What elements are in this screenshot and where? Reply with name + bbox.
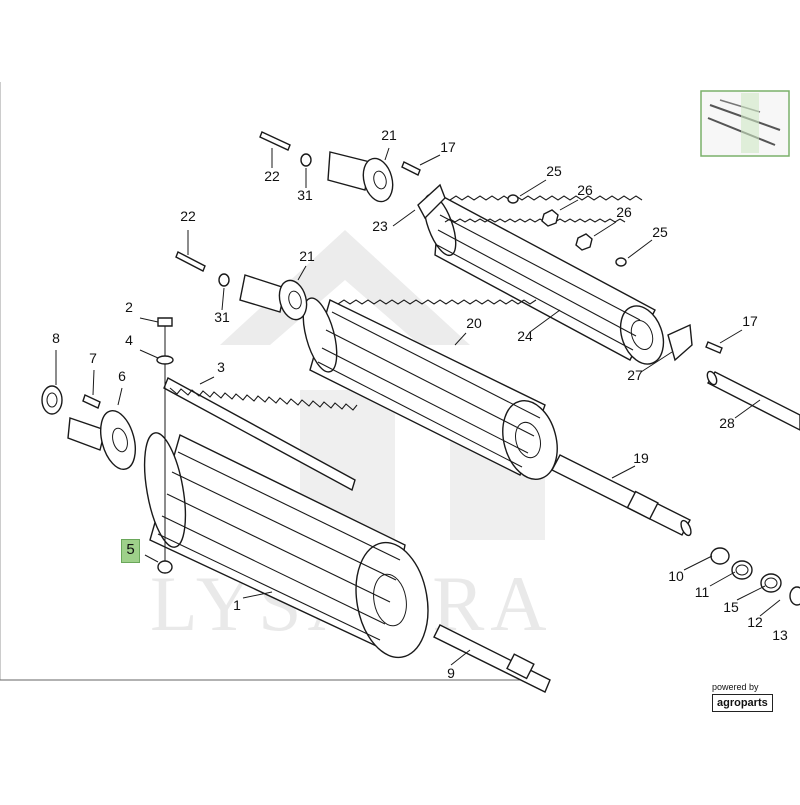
callout-25a[interactable]: 25 [546, 163, 562, 179]
callout-8[interactable]: 8 [52, 330, 60, 346]
shaft-9 [433, 624, 551, 693]
powered-by-text: powered by [712, 682, 759, 692]
leader-lines [55, 147, 781, 666]
callout-19[interactable]: 19 [633, 450, 649, 466]
washer-31-top [300, 153, 312, 167]
callout-7[interactable]: 7 [89, 350, 97, 366]
nut-26-top [541, 209, 559, 227]
callout-28[interactable]: 28 [719, 415, 735, 431]
callout-31a[interactable]: 31 [297, 187, 313, 203]
agroparts-logo: agroparts [712, 694, 773, 712]
roller-24 [423, 193, 665, 365]
callout-22a[interactable]: 22 [264, 168, 280, 184]
callout-24[interactable]: 24 [517, 328, 533, 344]
callout-21a[interactable]: 21 [381, 127, 397, 143]
callout-4[interactable]: 4 [125, 332, 133, 348]
callout-labels: 1234678910111213151717192021212222232425… [52, 127, 788, 681]
shaft-19 [551, 454, 692, 537]
ring-15 [760, 573, 782, 593]
flange-6 [67, 410, 136, 470]
fastener-stack [156, 317, 174, 574]
callout-22b[interactable]: 22 [180, 208, 196, 224]
callout-25b[interactable]: 25 [652, 224, 668, 240]
ring-10 [710, 547, 730, 565]
washer-25-right [615, 257, 627, 267]
nut-26-right [575, 233, 593, 251]
callout-12[interactable]: 12 [747, 614, 763, 630]
stub-shaft-21-mid [239, 274, 308, 321]
highlight-label: 5 [126, 541, 135, 558]
ring-11 [731, 560, 753, 580]
callout-31b[interactable]: 31 [214, 309, 230, 325]
bolt-17-right [705, 341, 723, 354]
thumbnail-preview[interactable] [700, 90, 790, 157]
callout-26b[interactable]: 26 [616, 204, 632, 220]
callout-13[interactable]: 13 [772, 627, 788, 643]
callout-17a[interactable]: 17 [440, 139, 456, 155]
callout-20[interactable]: 20 [466, 315, 482, 331]
callout-17b[interactable]: 17 [742, 313, 758, 329]
washer-31-mid [218, 273, 230, 287]
callout-21b[interactable]: 21 [299, 248, 315, 264]
callout-9[interactable]: 9 [447, 665, 455, 681]
highlighted-part-5[interactable]: 5 [121, 539, 140, 563]
callout-1[interactable]: 1 [233, 597, 241, 613]
bolt-22-top [259, 131, 291, 151]
stub-shaft-21-top [327, 151, 394, 203]
callout-15[interactable]: 15 [723, 599, 739, 615]
callout-3[interactable]: 3 [217, 359, 225, 375]
callout-26a[interactable]: 26 [577, 182, 593, 198]
callout-6[interactable]: 6 [118, 368, 126, 384]
bolt-7 [82, 394, 101, 409]
callout-23[interactable]: 23 [372, 218, 388, 234]
shaft-28 [706, 370, 800, 431]
callout-2[interactable]: 2 [125, 299, 133, 315]
ring-12 [789, 586, 800, 606]
bushing-8 [41, 385, 63, 415]
bracket-23 [417, 183, 446, 220]
callout-27[interactable]: 27 [627, 367, 643, 383]
callout-10[interactable]: 10 [668, 568, 684, 584]
bolt-22-mid [175, 251, 206, 272]
callout-11[interactable]: 11 [695, 584, 710, 600]
roller-20 [302, 297, 558, 480]
agroparts-badge[interactable]: powered by agroparts [712, 682, 792, 712]
bolt-17-top [401, 161, 421, 176]
bracket-27 [667, 323, 693, 362]
washer-25-top [507, 194, 519, 204]
